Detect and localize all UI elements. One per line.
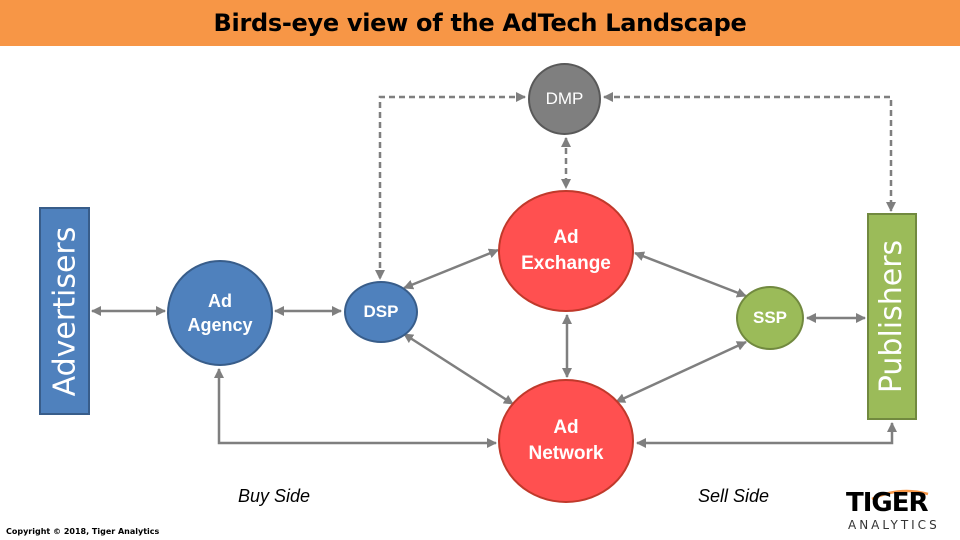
buy-side-label: Buy Side [238, 486, 311, 506]
dsp-node: DSP [344, 281, 418, 343]
connector-dsp-network [403, 332, 514, 406]
dmp-node: DMP [528, 63, 601, 135]
ad-network-label: Ad Network [528, 417, 604, 464]
advertisers-label: Advertisers [47, 226, 83, 396]
ssp-label: SSP [752, 307, 788, 327]
ssp-node: SSP [736, 286, 804, 350]
tiger-analytics-logo: TIGER ANALYTICS [840, 488, 952, 536]
connector-exchange-ssp [634, 251, 747, 298]
advertisers-box: Advertisers [39, 207, 90, 415]
logo-name: TIGER [846, 488, 929, 518]
logo-swoosh-icon [871, 489, 929, 501]
publishers-box: Publishers [867, 213, 917, 420]
ad-exchange-label: Ad Exchange [521, 227, 611, 274]
connector-network-publishers [636, 422, 897, 448]
ad-agency-label: Ad Agency [187, 290, 253, 335]
ad-agency-node: Ad Agency [167, 260, 273, 366]
connector-agency-network [214, 368, 497, 448]
logo-sub: ANALYTICS [848, 518, 940, 532]
connector-dmp-publishers [603, 92, 896, 212]
publishers-label: Publishers [874, 239, 910, 394]
ad-exchange-node: Ad Exchange [498, 190, 634, 312]
page-title: Birds-eye view of the AdTech Landscape [213, 9, 747, 37]
title-bar: Birds-eye view of the AdTech Landscape [0, 0, 960, 46]
copyright-text: Copyright © 2018, Tiger Analytics [6, 527, 160, 536]
dmp-label: DMP [545, 88, 584, 108]
connector-dmp-dsp [375, 92, 526, 280]
ad-network-node: Ad Network [498, 379, 634, 503]
dsp-label: DSP [363, 301, 399, 321]
connector-dsp-exchange [403, 248, 499, 290]
sell-side-label: Sell Side [698, 486, 770, 506]
connector-ssp-network [615, 340, 747, 404]
